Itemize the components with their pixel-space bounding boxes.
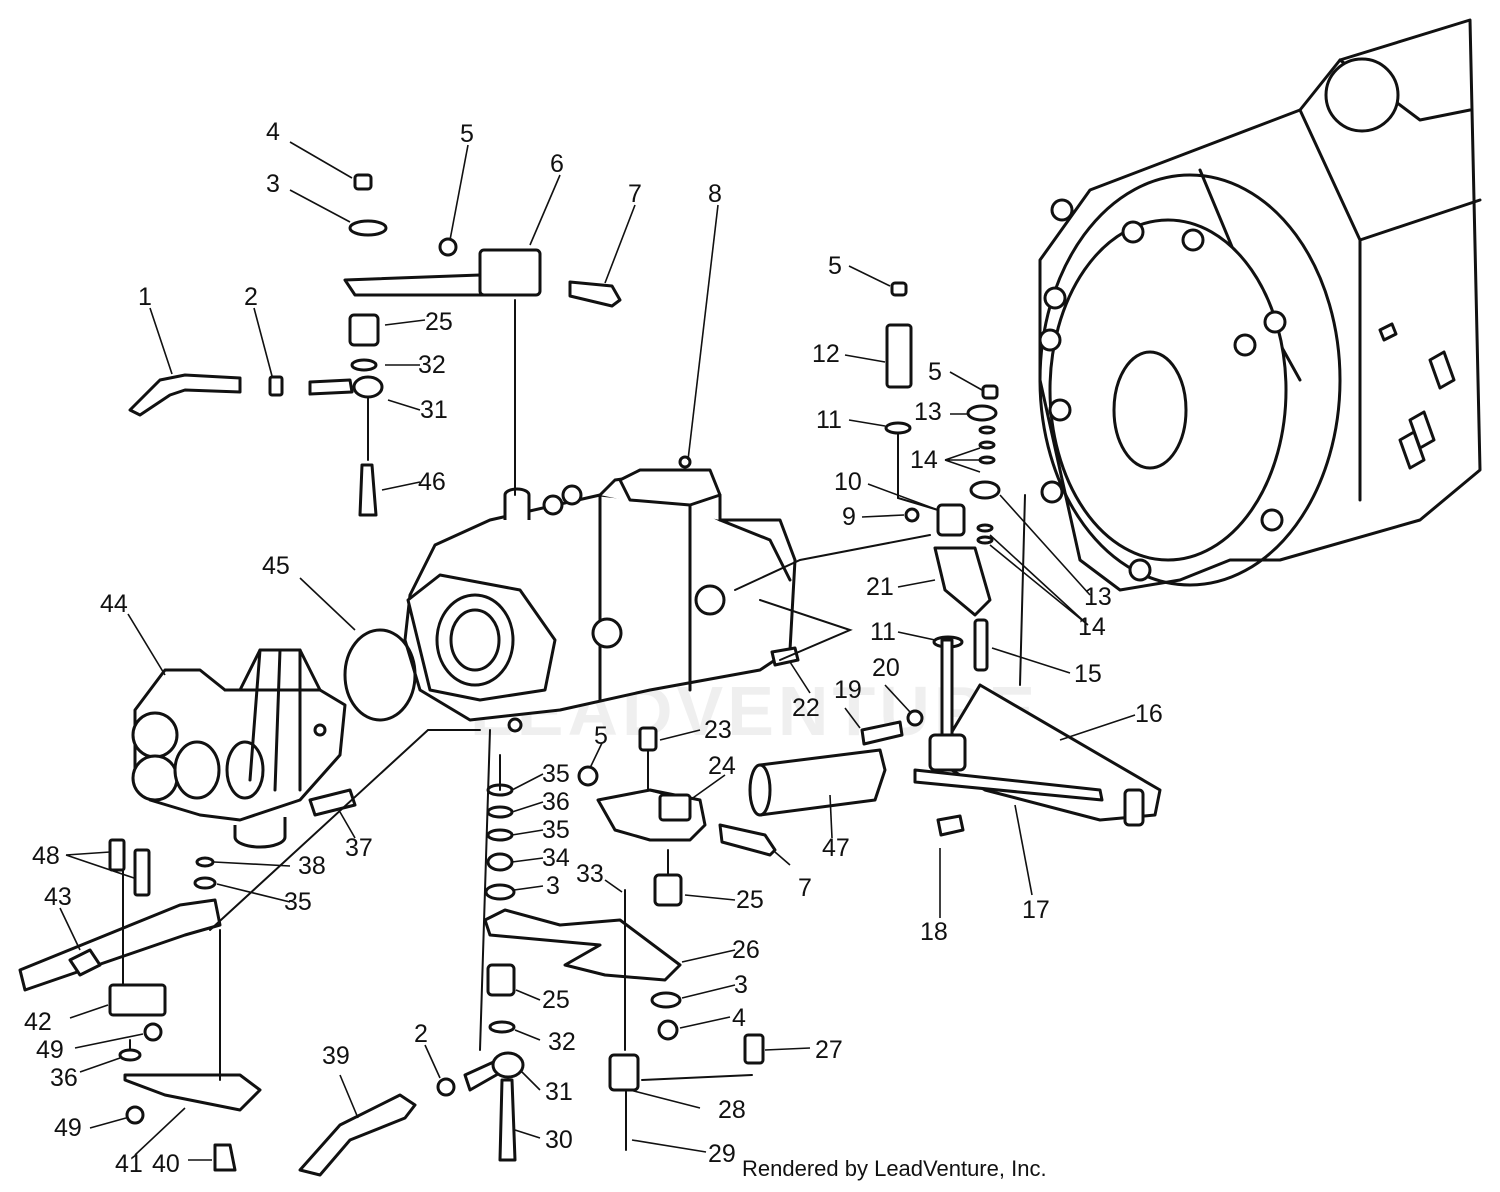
callout-23: 23 (704, 716, 732, 744)
callout-36: 36 (542, 788, 570, 816)
callout-2: 2 (244, 283, 258, 311)
callout-25: 25 (425, 308, 453, 336)
leader-lines (59, 141, 1136, 1161)
o-ring (343, 628, 417, 722)
callout-3: 3 (734, 971, 748, 999)
callout-47: 47 (822, 834, 850, 862)
callout-15: 15 (1074, 660, 1102, 688)
callout-24: 24 (708, 752, 736, 780)
callout-35: 35 (542, 760, 570, 788)
callout-5: 5 (594, 722, 608, 750)
callout-13: 13 (914, 398, 942, 426)
callout-5: 5 (460, 120, 474, 148)
callout-46: 46 (418, 468, 446, 496)
callout-37: 37 (345, 834, 373, 862)
callout-1: 1 (138, 283, 152, 311)
callout-39: 39 (322, 1042, 350, 1070)
callout-17: 17 (1022, 896, 1050, 924)
callout-32: 32 (548, 1028, 576, 1056)
hydrostatic-pump (403, 455, 797, 733)
callout-35: 35 (284, 888, 312, 916)
callout-44: 44 (100, 590, 128, 618)
callout-41: 41 (115, 1150, 143, 1178)
callout-48: 48 (32, 842, 60, 870)
callout-34: 34 (542, 844, 570, 872)
render-credit: Rendered by LeadVenture, Inc. (742, 1156, 1047, 1181)
callout-19: 19 (834, 676, 862, 704)
callout-7: 7 (628, 180, 642, 208)
callout-8: 8 (708, 180, 722, 208)
callout-27: 27 (815, 1036, 843, 1064)
callout-36: 36 (50, 1064, 78, 1092)
callout-12: 12 (812, 340, 840, 368)
middle-linkage (298, 726, 887, 1177)
callout-4: 4 (266, 118, 280, 146)
callout-22: 22 (792, 694, 820, 722)
callout-14: 14 (910, 446, 938, 474)
callout-13: 13 (1084, 583, 1112, 611)
callout-21: 21 (866, 573, 894, 601)
callout-33: 33 (576, 860, 604, 888)
lower-left-linkage (18, 729, 491, 1172)
callout-14: 14 (1078, 613, 1106, 641)
callout-5: 5 (928, 358, 942, 386)
callout-42: 42 (24, 1008, 52, 1036)
callout-11: 11 (870, 618, 896, 646)
callout-31: 31 (420, 396, 448, 424)
callout-32: 32 (418, 351, 446, 379)
callout-40: 40 (152, 1150, 180, 1178)
callout-26: 26 (732, 936, 760, 964)
upper-linkage (128, 173, 622, 517)
callout-9: 9 (842, 503, 856, 531)
callout-4: 4 (732, 1004, 746, 1032)
callout-35: 35 (542, 816, 570, 844)
callout-2: 2 (414, 1020, 428, 1048)
hydraulic-motor (131, 648, 347, 849)
callout-25: 25 (736, 886, 764, 914)
callout-18: 18 (920, 918, 948, 946)
callout-5: 5 (828, 252, 842, 280)
callout-25: 25 (542, 986, 570, 1014)
callout-3: 3 (546, 872, 560, 900)
callout-31: 31 (545, 1078, 573, 1106)
callout-30: 30 (545, 1126, 573, 1154)
callout-45: 45 (262, 552, 290, 580)
callout-20: 20 (872, 654, 900, 682)
transmission-housing (1038, 18, 1482, 592)
callout-16: 16 (1135, 700, 1163, 728)
callout-labels: 1 2 3 4 5 6 7 8 25 32 31 46 45 44 5 12 1… (24, 118, 1163, 1178)
callout-43: 43 (44, 883, 72, 911)
callout-6: 6 (550, 150, 564, 178)
callout-7: 7 (798, 874, 812, 902)
callout-3: 3 (266, 170, 280, 198)
right-linkage (734, 281, 1162, 837)
callout-29: 29 (708, 1140, 736, 1168)
callout-49: 49 (36, 1036, 64, 1064)
callout-10: 10 (834, 468, 862, 496)
callout-38: 38 (298, 852, 326, 880)
callout-28: 28 (718, 1096, 746, 1124)
callout-11: 11 (816, 406, 842, 434)
callout-49: 49 (54, 1114, 82, 1142)
